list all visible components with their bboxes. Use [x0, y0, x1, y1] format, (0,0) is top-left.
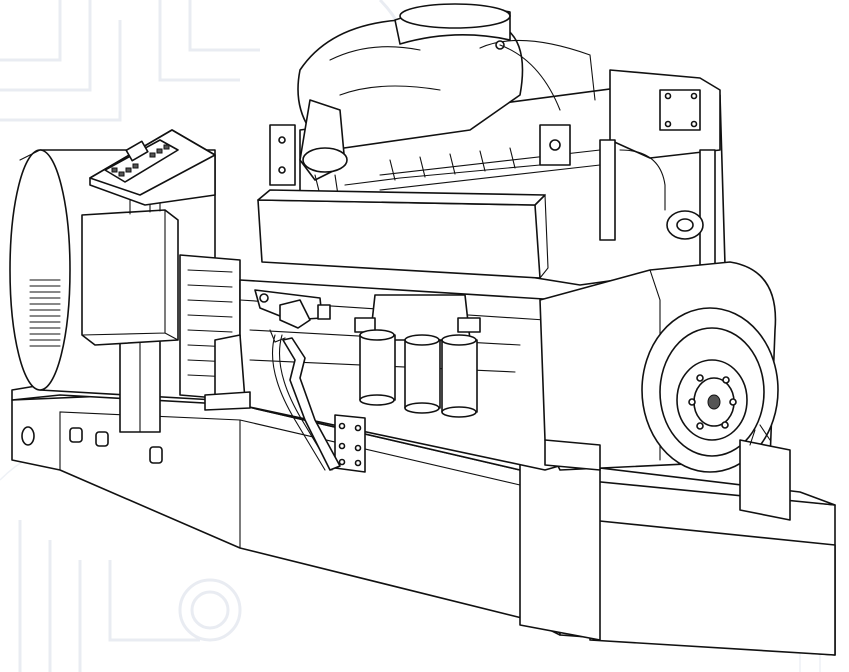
filter-canister-2 — [404, 334, 441, 414]
filter-fitting-right — [457, 317, 481, 333]
alternator-vent-grille — [29, 279, 61, 347]
controller-screen — [125, 140, 149, 162]
base-frame — [11, 379, 836, 656]
left-engine-mount — [214, 334, 246, 401]
oil-filters — [354, 294, 481, 418]
starter-assembly — [204, 289, 341, 471]
filter-canister-1 — [359, 329, 396, 406]
flex-hose — [282, 337, 341, 471]
right-engine-mount — [544, 439, 601, 471]
left-bracket — [269, 124, 296, 186]
controller-buttons — [111, 144, 170, 177]
control-panel — [81, 129, 216, 433]
solenoid — [279, 299, 311, 329]
flywheel-housing — [539, 261, 791, 521]
frame-hole-1 — [21, 426, 35, 446]
frame-slot-2 — [95, 431, 109, 447]
hub-bolts — [688, 374, 737, 430]
frame-slot-3 — [149, 446, 163, 464]
frame-slot-1 — [69, 427, 83, 443]
filter-canister-3 — [441, 334, 478, 418]
engine-top — [269, 3, 726, 286]
intercooler — [257, 189, 549, 279]
air-intake-housing — [297, 19, 524, 151]
